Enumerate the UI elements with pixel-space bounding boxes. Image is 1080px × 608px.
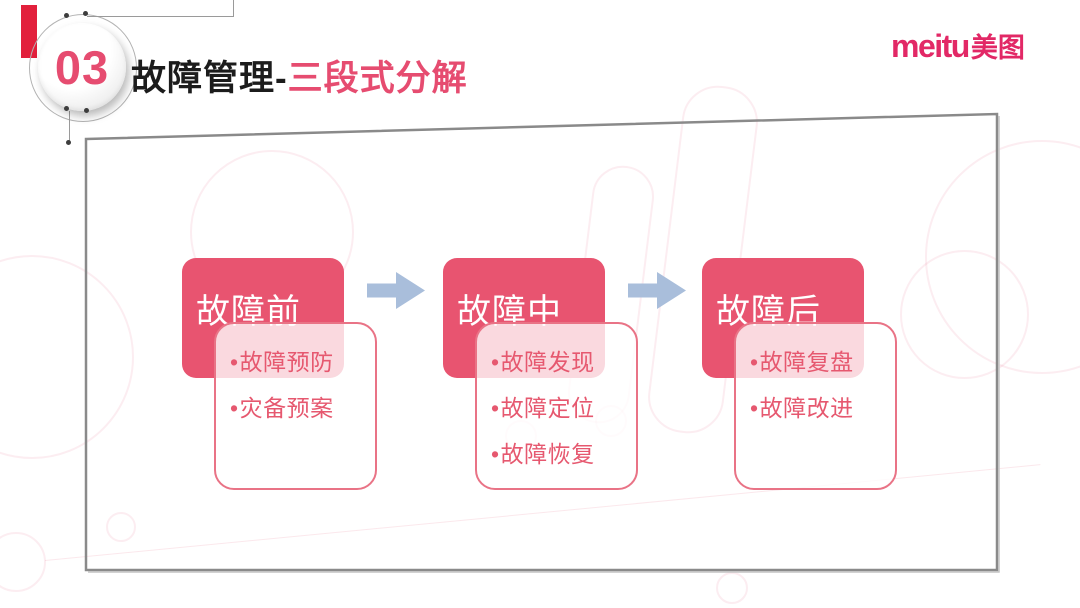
bullet-dot-icon: • xyxy=(230,349,239,375)
section-number-badge: 03 xyxy=(38,23,126,111)
bullet-label: 故障定位 xyxy=(500,395,595,421)
meitu-logo-cjk: 美图 xyxy=(970,33,1025,63)
stage-column-1: 故障前•故障预防•灾备预案 xyxy=(182,258,392,508)
stage-card: •故障预防•灾备预案 xyxy=(214,322,377,490)
decor-connector-line xyxy=(69,111,70,141)
watermark-circle xyxy=(106,512,136,542)
watermark-circle xyxy=(900,250,1029,379)
bullet-item: •故障发现 xyxy=(491,339,636,385)
decor-connector-line xyxy=(233,0,234,17)
bullet-dot-icon: • xyxy=(491,349,500,375)
section-number: 03 xyxy=(54,40,110,94)
stage-card: •故障复盘•故障改进 xyxy=(734,322,897,490)
decor-connector-line xyxy=(87,16,233,17)
bullet-item: •灾备预案 xyxy=(230,385,375,431)
bullet-dot-icon: • xyxy=(750,395,759,421)
bullet-item: •故障恢复 xyxy=(491,431,636,477)
bullet-dot-icon: • xyxy=(491,441,500,467)
decor-dot xyxy=(83,11,88,16)
bullet-dot-icon: • xyxy=(491,395,500,421)
watermark-circle xyxy=(716,572,748,604)
page-title: 故障管理-三段式分解 xyxy=(131,50,468,101)
bullet-item: •故障预防 xyxy=(230,339,375,385)
stage-card: •故障发现•故障定位•故障恢复 xyxy=(475,322,638,490)
bullet-label: 故障改进 xyxy=(759,395,854,421)
decor-dot xyxy=(84,108,89,113)
meitu-logo-latin: meitu xyxy=(891,28,970,64)
decor-dot xyxy=(66,140,71,145)
bullet-label: 故障预防 xyxy=(239,349,334,375)
stage-column-3: 故障后•故障复盘•故障改进 xyxy=(702,258,912,508)
bullet-label: 灾备预案 xyxy=(239,395,334,421)
bullet-item: •故障改进 xyxy=(750,385,895,431)
decor-dot xyxy=(64,106,69,111)
bullet-label: 故障发现 xyxy=(500,349,595,375)
page-title-black: 故障管理- xyxy=(131,59,288,98)
meitu-logo: meitu 美图 xyxy=(891,26,1025,65)
bullet-dot-icon: • xyxy=(230,395,239,421)
bullet-dot-icon: • xyxy=(750,349,759,375)
watermark-circle xyxy=(0,532,46,592)
bullet-item: •故障复盘 xyxy=(750,339,895,385)
bullet-label: 故障复盘 xyxy=(759,349,854,375)
bullet-label: 故障恢复 xyxy=(500,441,595,467)
page-title-pink: 三段式分解 xyxy=(287,59,468,98)
stage-column-2: 故障中•故障发现•故障定位•故障恢复 xyxy=(443,258,653,508)
decor-dot xyxy=(64,13,69,18)
bullet-item: •故障定位 xyxy=(491,385,636,431)
